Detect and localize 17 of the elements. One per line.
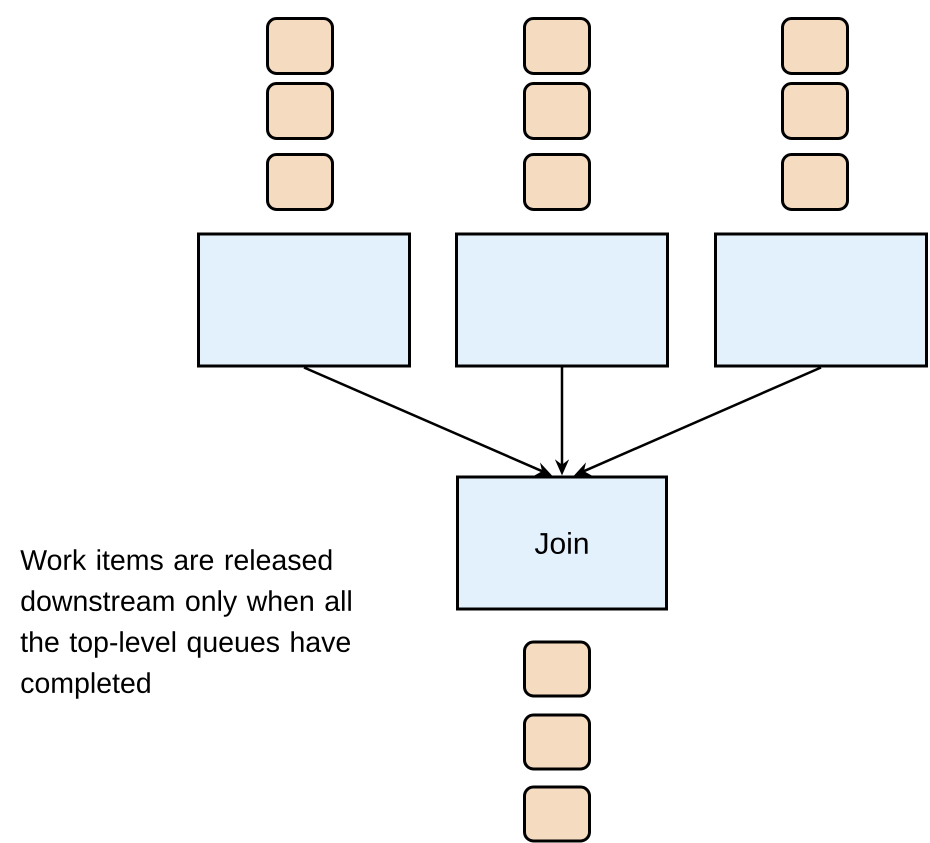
queue-item-box	[523, 640, 591, 698]
queue-item-box	[523, 153, 591, 211]
note-text: Work items are released downstream only when all the top-level queues have completed	[20, 549, 351, 699]
queue-item-box	[781, 17, 849, 75]
process-box	[197, 232, 411, 368]
queue-item-box	[266, 153, 334, 211]
queue-item-box	[523, 714, 591, 770]
process-box	[455, 232, 669, 368]
process-box	[714, 232, 928, 368]
process-box: Join	[456, 476, 668, 610]
queue-item-box	[266, 82, 334, 140]
queue-item-box	[781, 82, 849, 140]
queue-item-box	[266, 17, 334, 75]
queue-item-box	[781, 153, 849, 211]
queue-item-box	[523, 82, 591, 140]
queue-item-box	[523, 786, 591, 842]
queue-item-box	[523, 17, 591, 75]
